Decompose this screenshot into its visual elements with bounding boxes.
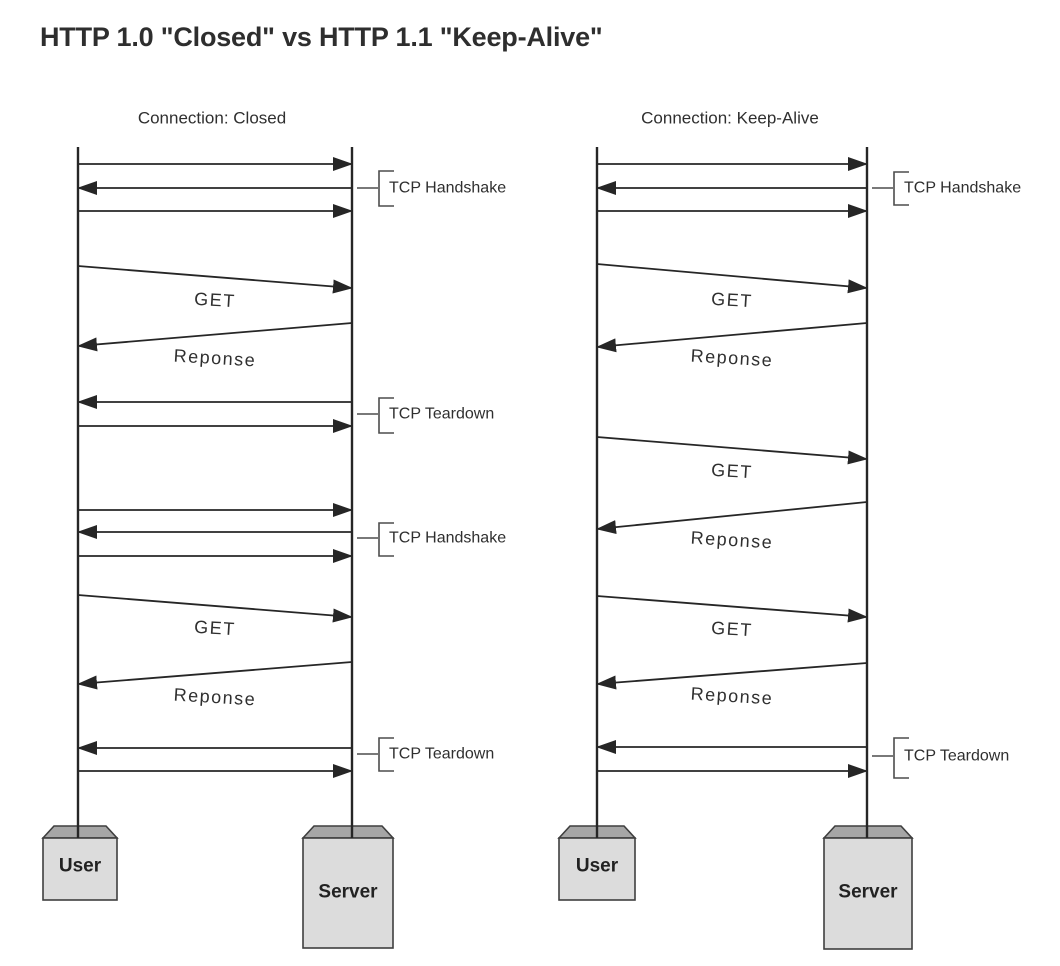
connection-header: Connection: Closed: [138, 109, 286, 128]
actor-label: User: [59, 856, 102, 877]
actor-box-front-face: [302, 837, 394, 949]
message-arrow-left: [77, 661, 353, 690]
actor-box-user: User: [557, 825, 637, 901]
message-arrow-left: [596, 322, 868, 353]
message-arrow-right: [596, 436, 868, 465]
bracket-icon: [893, 737, 909, 779]
message-label: GET: [711, 618, 754, 640]
message-label: Reponse: [690, 345, 774, 370]
actor-box-user: User: [41, 825, 119, 901]
message-arrow-right: [77, 594, 353, 623]
actor-box-top-face: [41, 825, 119, 839]
phase-bracket: TCP Handshake: [357, 522, 506, 557]
message-label: GET: [711, 460, 754, 482]
phase-bracket: TCP Handshake: [872, 171, 1021, 206]
bracket-icon: [893, 171, 909, 206]
phase-bracket-label: TCP Handshake: [389, 530, 506, 547]
message-arrow-right: [596, 263, 868, 294]
bracket-icon: [378, 522, 394, 557]
phase-bracket-label: TCP Handshake: [904, 180, 1021, 197]
phase-bracket: TCP Handshake: [357, 170, 506, 207]
message-label: Reponse: [173, 684, 257, 709]
sequence-diagram-http-1-1-keep-alive: UserServerGETReponseGETReponseGETReponse…: [557, 109, 1021, 950]
actor-label: Server: [838, 882, 898, 903]
actor-box-top-face: [301, 825, 395, 839]
message-arrow-right: [596, 595, 868, 623]
actor-label: Server: [318, 882, 378, 903]
message-label: GET: [194, 617, 237, 639]
phase-bracket-label: TCP Teardown: [389, 406, 494, 423]
bracket-icon: [378, 170, 394, 207]
message-label: Reponse: [173, 345, 257, 370]
phase-bracket-label: TCP Teardown: [389, 746, 494, 763]
message-label: GET: [711, 289, 754, 311]
message-label: Reponse: [690, 527, 774, 552]
message-arrow-right: [77, 265, 353, 294]
page-title: HTTP 1.0 "Closed" vs HTTP 1.1 "Keep-Aliv…: [40, 22, 603, 52]
message-arrow-left: [596, 501, 868, 535]
actor-box-front-face: [42, 837, 118, 901]
actor-label: User: [576, 856, 619, 877]
actor-box-server: Server: [301, 825, 395, 949]
message-arrow-left: [77, 322, 353, 352]
message-label: Reponse: [690, 683, 774, 708]
phase-bracket: TCP Teardown: [357, 397, 494, 434]
phase-bracket: TCP Teardown: [357, 737, 494, 772]
actor-box-front-face: [558, 837, 636, 901]
message-arrow-left: [596, 662, 868, 690]
phase-bracket: TCP Teardown: [872, 737, 1009, 779]
message-label: GET: [194, 289, 237, 311]
phase-bracket-label: TCP Handshake: [389, 180, 506, 197]
actor-box-server: Server: [822, 825, 914, 950]
phase-bracket-label: TCP Teardown: [904, 748, 1009, 765]
bracket-icon: [378, 397, 394, 434]
bracket-icon: [378, 737, 394, 772]
connection-header: Connection: Keep-Alive: [641, 109, 819, 128]
